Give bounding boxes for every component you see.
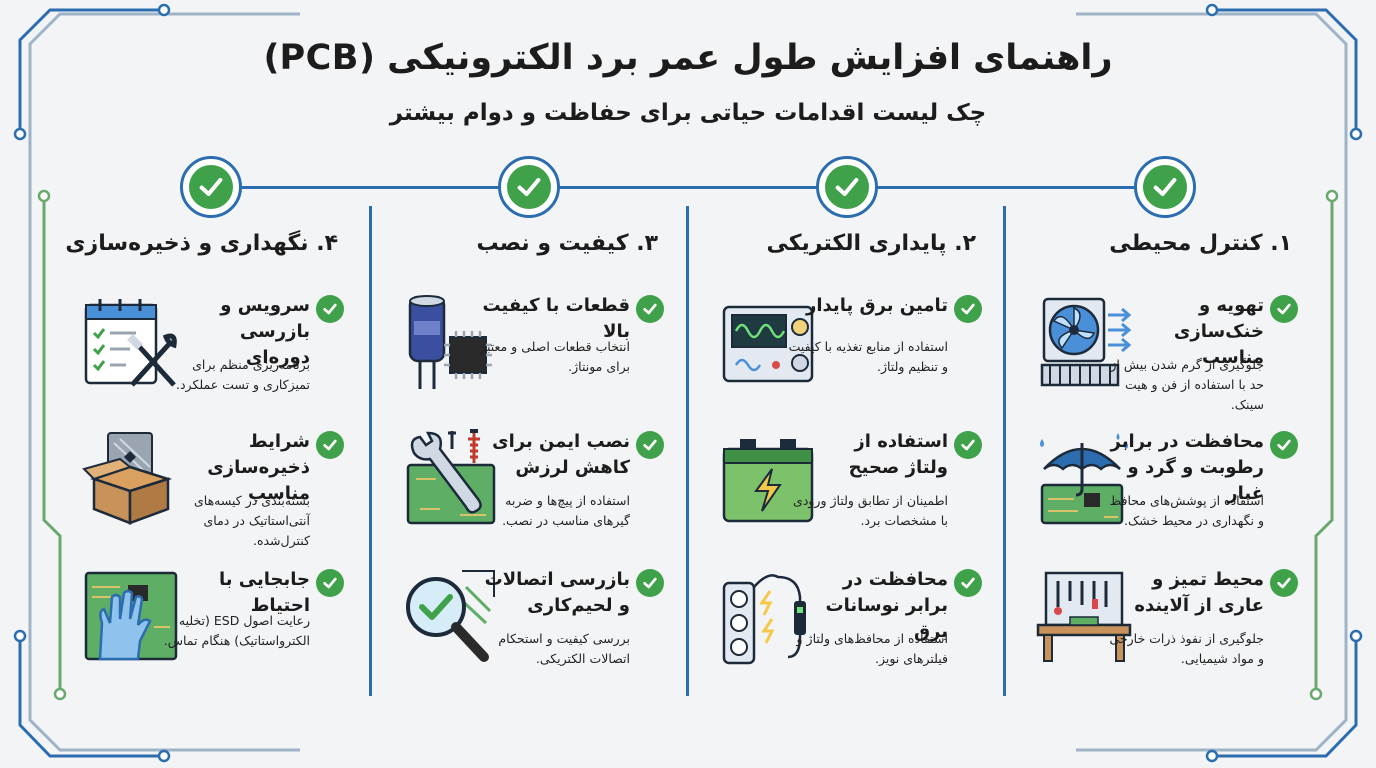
check-icon <box>636 569 664 597</box>
list-item: تهویه و خنک‌سازی مناسب جلوگیری از گرم شد… <box>1010 293 1310 423</box>
magnifier-check-icon <box>406 570 495 662</box>
list-item: محافظت در برابر نوسانات برق استفاده از م… <box>694 567 994 697</box>
list-item: استفاده از ولتاژ صحیح اطمینان از تطابق و… <box>694 429 994 559</box>
list-item: جابجایی با احتیاط رعایت اصول ESD (تخلیه … <box>56 567 356 697</box>
list-item: بازرسی اتصالات و لحیم‌کاری بررسی کیفیت و… <box>376 567 676 697</box>
item-title: استفاده از ولتاژ صحیح <box>848 431 948 478</box>
item-description: انتخاب قطعات اصلی و معتبر برای مونتاژ. <box>480 339 630 374</box>
check-icon <box>316 569 344 597</box>
item-description: بسته‌بندی در کیسه‌های آنتی‌استاتیک در دم… <box>193 493 310 548</box>
check-icon <box>316 295 344 323</box>
item-title: تامین برق پایدار <box>806 295 948 316</box>
capacitor-chip-icon <box>408 295 492 389</box>
item-title: بازرسی اتصالات و لحیم‌کاری <box>484 569 630 616</box>
item-description: برنامه‌ریزی منظم برای تمیزکاری و تست عمل… <box>176 357 310 392</box>
column-title: ۲. پایداری الکتریکی <box>766 231 976 256</box>
item-description: استفاده از منابع تغذیه با کیفیت و تنظیم … <box>788 339 948 374</box>
item-title: شرایط ذخیره‌سازی مناسب <box>207 431 310 504</box>
column-divider <box>1003 206 1006 696</box>
item-description: استفاده از محافظ‌های ولتاژ و فیلترهای نو… <box>796 631 948 666</box>
item-description: جلوگیری از گرم شدن بیش از حد با استفاده … <box>1110 357 1264 412</box>
column-title: ۴. نگهداری و ذخیره‌سازی <box>65 231 338 256</box>
item-description: استفاده از پیچ‌ها و ضربه گیرهای مناسب در… <box>502 493 630 528</box>
check-icon <box>316 431 344 459</box>
esd-gloves-icon <box>84 571 178 661</box>
item-title: قطعات با کیفیت بالا <box>482 295 630 342</box>
check-icon <box>1270 569 1298 597</box>
check-icon <box>1270 295 1298 323</box>
column-divider <box>686 206 689 696</box>
column-environmental-control: ۱. کنترل محیطی تهویه و خنک‌سازی مناسب جل… <box>1010 215 1310 695</box>
list-item: قطعات با کیفیت بالا انتخاب قطعات اصلی و … <box>376 293 676 423</box>
check-icon <box>636 295 664 323</box>
page-subtitle: چک لیست اقدامات حیاتی برای حفاظت و دوام … <box>389 100 987 126</box>
check-icon <box>954 295 982 323</box>
surge-protector-icon <box>722 574 806 665</box>
item-title: محیط تمیز و عاری از آلاینده <box>1134 569 1264 616</box>
column-3-check-icon <box>498 156 560 218</box>
item-title: تهویه و خنک‌سازی مناسب <box>1173 295 1264 368</box>
item-description: اطمینان از تطابق ولتاژ ورودی با مشخصات ب… <box>793 493 948 528</box>
item-description: بررسی کیفیت و استحکام اتصالات الکتریکی. <box>498 631 630 666</box>
column-title: ۱. کنترل محیطی <box>1109 231 1292 256</box>
column-electrical-stability: ۲. پایداری الکتریکی تامین برق پایدار است… <box>694 215 994 695</box>
check-icon <box>1270 431 1298 459</box>
list-item: شرایط ذخیره‌سازی مناسب بسته‌بندی در کیسه… <box>56 429 356 559</box>
column-maintenance-storage: ۴. نگهداری و ذخیره‌سازی سرویس و بازرسی د… <box>56 215 356 695</box>
battery-icon <box>722 439 814 523</box>
timeline-line <box>230 186 1160 189</box>
list-item: سرویس و بازرسی دوره‌ای برنامه‌ریزی منظم … <box>56 293 356 423</box>
list-item: محیط تمیز و عاری از آلاینده جلوگیری از ن… <box>1010 567 1310 697</box>
page-title: راهنمای افزایش طول عمر برد الکترونیکی (P… <box>263 38 1113 78</box>
list-item: نصب ایمن برای کاهش لرزش استفاده از پیچ‌ه… <box>376 429 676 559</box>
list-item: محافظت در برابر رطوبت و گرد و غبار استفا… <box>1010 429 1310 559</box>
item-title: سرویس و بازرسی دوره‌ای <box>220 295 310 368</box>
wrench-screws-icon <box>406 429 496 525</box>
power-supply-icon <box>722 305 814 383</box>
antistatic-box-icon <box>82 432 173 525</box>
item-description: رعایت اصول ESD (تخلیه الکترواستاتیک) هنگ… <box>163 613 310 648</box>
item-title: محافظت در برابر نوسانات برق <box>825 569 948 642</box>
check-icon <box>954 569 982 597</box>
item-title: محافظت در برابر رطوبت و گرد و غبار <box>1110 431 1264 504</box>
list-item: تامین برق پایدار استفاده از منابع تغذیه … <box>694 293 994 423</box>
column-2-check-icon <box>816 156 878 218</box>
item-title: نصب ایمن برای کاهش لرزش <box>492 431 630 478</box>
item-description: جلوگیری از نفوذ ذرات خارجی و مواد شیمیای… <box>1109 631 1264 666</box>
column-4-check-icon <box>180 156 242 218</box>
clean-workbench-icon <box>1036 571 1132 662</box>
umbrella-board-icon <box>1040 433 1128 525</box>
check-icon <box>954 431 982 459</box>
column-title: ۳. کیفیت و نصب <box>476 231 658 256</box>
check-icon <box>636 431 664 459</box>
item-description: استفاده از پوشش‌های محافظ و نگهداری در م… <box>1109 493 1264 528</box>
calendar-tools-icon <box>84 299 177 387</box>
item-title: جابجایی با احتیاط <box>219 569 310 616</box>
cooling-fan-heatsink-icon <box>1040 297 1132 387</box>
column-1-check-icon <box>1134 156 1196 218</box>
column-quality-installation: ۳. کیفیت و نصب قطعات با کیفیت بالا انتخا… <box>376 215 676 695</box>
column-divider <box>369 206 372 696</box>
